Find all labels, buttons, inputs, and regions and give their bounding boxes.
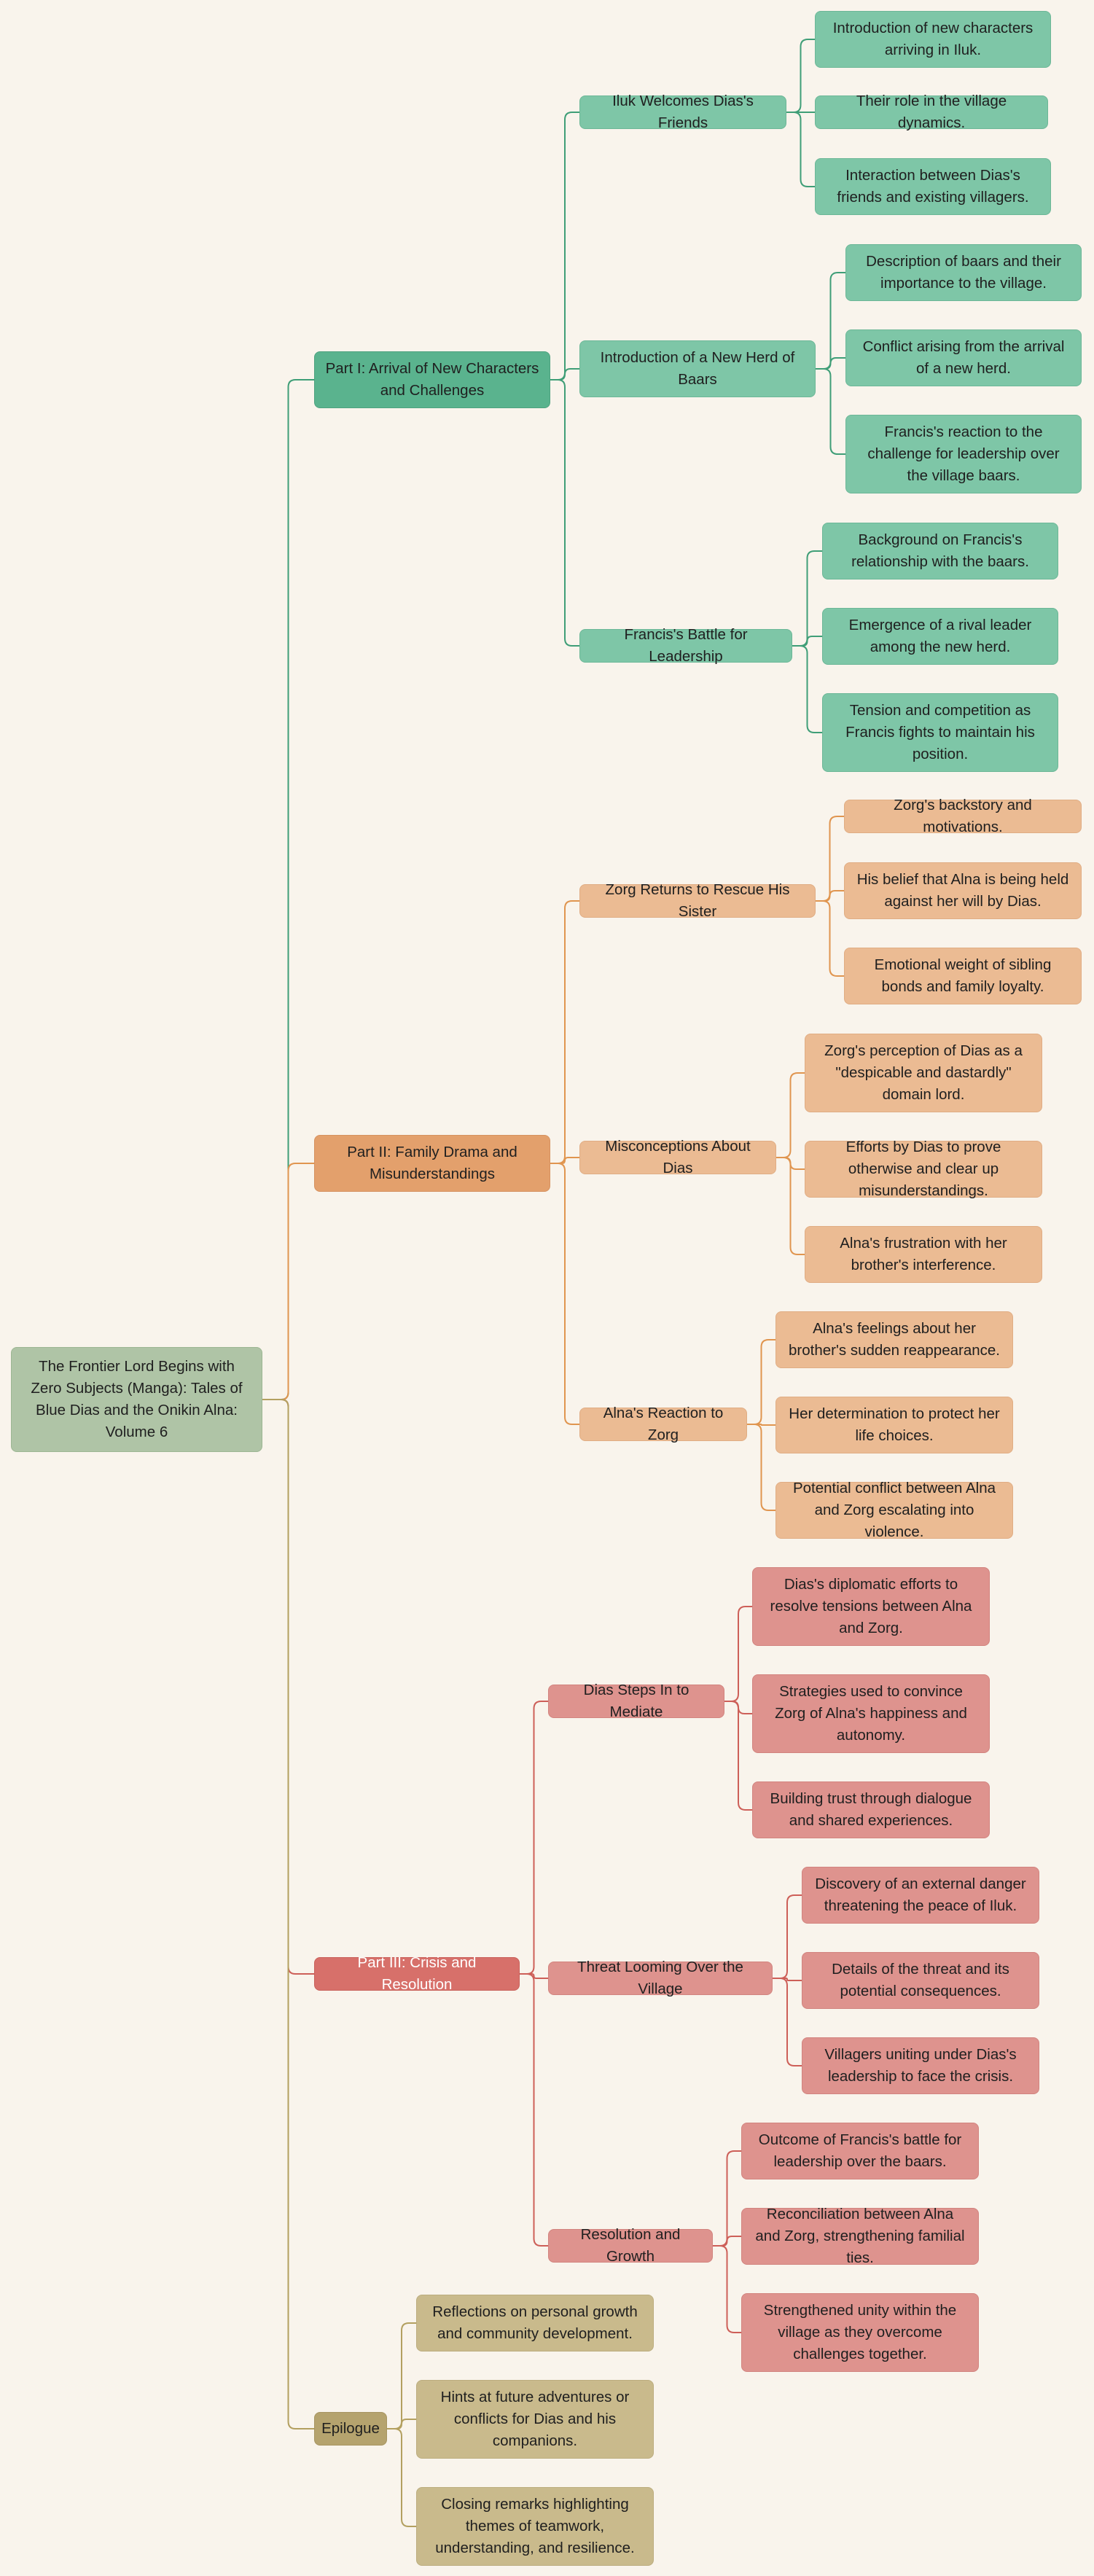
item-external-danger[interactable]: Discovery of an external danger threaten…: [802, 1867, 1039, 1924]
topic-resolution-growth[interactable]: Resolution and Growth: [548, 2226, 713, 2265]
connector-part-3-node-0: [520, 1701, 548, 1975]
item-strategies-zorg[interactable]: Strategies used to convince Zorg of Alna…: [752, 1674, 990, 1753]
connector-topic-alna-reaction-1: [747, 1424, 775, 1426]
connector-topic-iluk-welcomes-2: [786, 112, 815, 187]
connector-topic-new-herd-baars-0: [816, 272, 845, 370]
connector-epilogue-node-2: [387, 2428, 416, 2527]
item-alna-determination[interactable]: Her determination to protect her life ch…: [775, 1397, 1013, 1453]
connector-part-3-node-1: [520, 1973, 548, 1979]
connector-part-3-node-2: [520, 1973, 548, 2247]
connector-topic-resolution-growth-1: [713, 2236, 741, 2247]
topic-alna-reaction[interactable]: Alna's Reaction to Zorg: [579, 1405, 747, 1443]
item-zorg-backstory[interactable]: Zorg's backstory and motivations.: [844, 797, 1082, 835]
item-zorg-perception[interactable]: Zorg's perception of Dias as a "despicab…: [805, 1034, 1042, 1112]
connector-topic-threat-village-1: [773, 1978, 802, 1981]
item-alna-feelings[interactable]: Alna's feelings about her brother's sudd…: [775, 1311, 1013, 1368]
topic-misconceptions-dias[interactable]: Misconceptions About Dias: [579, 1138, 776, 1176]
connector-topic-resolution-growth-0: [713, 2150, 741, 2247]
connector-epilogue-node-0: [387, 2322, 416, 2429]
topic-threat-village[interactable]: Threat Looming Over the Village: [548, 1959, 773, 1997]
item-threat-details[interactable]: Details of the threat and its potential …: [802, 1952, 1039, 2009]
topic-zorg-returns[interactable]: Zorg Returns to Rescue His Sister: [579, 881, 816, 920]
connector-topic-misconceptions-dias-2: [776, 1157, 805, 1255]
topic-iluk-welcomes[interactable]: Iluk Welcomes Dias's Friends: [579, 93, 786, 131]
connector-part-1-node-0: [550, 112, 579, 380]
connector-topic-new-herd-baars-2: [816, 368, 845, 455]
connector-topic-zorg-returns-2: [816, 900, 844, 977]
connector-part-1-node-1: [550, 368, 579, 380]
topic-dias-mediate[interactable]: Dias Steps In to Mediate: [548, 1682, 724, 1720]
item-building-trust[interactable]: Building trust through dialogue and shar…: [752, 1781, 990, 1838]
connector-topic-threat-village-0: [773, 1894, 802, 1979]
item-herd-conflict[interactable]: Conflict arising from the arrival of a n…: [845, 329, 1082, 386]
part-3-node[interactable]: Part III: Crisis and Resolution: [314, 1954, 520, 1993]
item-alna-frustration[interactable]: Alna's frustration with her brother's in…: [805, 1226, 1042, 1283]
item-strengthened-unity[interactable]: Strengthened unity within the village as…: [741, 2293, 979, 2372]
part-2-node[interactable]: Part II: Family Drama and Misunderstandi…: [314, 1135, 550, 1192]
connector-root-node-0: [262, 1163, 314, 1400]
connector-topic-dias-mediate-2: [724, 1701, 752, 1811]
item-closing-remarks[interactable]: Closing remarks highlighting themes of t…: [416, 2487, 654, 2566]
connector-topic-francis-battle-2: [792, 645, 822, 733]
connector-topic-zorg-returns-0: [816, 816, 844, 902]
epilogue-node[interactable]: Epilogue: [314, 2412, 387, 2446]
topic-new-herd-baars[interactable]: Introduction of a New Herd of Baars: [579, 340, 816, 397]
item-francis-outcome[interactable]: Outcome of Francis's battle for leadersh…: [741, 2123, 979, 2179]
item-villagers-uniting[interactable]: Villagers uniting under Dias's leadershi…: [802, 2037, 1039, 2094]
connector-topic-misconceptions-dias-0: [776, 1072, 805, 1158]
item-alna-zorg-conflict[interactable]: Potential conflict between Alna and Zorg…: [775, 1480, 1013, 1540]
item-alna-held[interactable]: His belief that Alna is being held again…: [844, 862, 1082, 919]
connector-topic-alna-reaction-2: [747, 1424, 775, 1511]
connector-topic-iluk-welcomes-0: [786, 39, 815, 113]
connector-part-1-node-2: [550, 379, 579, 647]
item-new-characters[interactable]: Introduction of new characters arriving …: [815, 11, 1051, 68]
item-dias-efforts[interactable]: Efforts by Dias to prove otherwise and c…: [805, 1139, 1042, 1199]
part-1-node[interactable]: Part I: Arrival of New Characters and Ch…: [314, 351, 550, 408]
item-tension-competition[interactable]: Tension and competition as Francis fight…: [822, 693, 1058, 772]
connector-part-2-node-1: [550, 1157, 579, 1164]
connector-topic-new-herd-baars-1: [816, 357, 845, 370]
item-reflections[interactable]: Reflections on personal growth and commu…: [416, 2295, 654, 2351]
connector-part-2-node-2: [550, 1163, 579, 1425]
connector-topic-threat-village-2: [773, 1978, 802, 2066]
item-francis-reaction[interactable]: Francis's reaction to the challenge for …: [845, 415, 1082, 493]
item-interaction-villagers[interactable]: Interaction between Dias's friends and e…: [815, 158, 1051, 215]
connector-part-2-node-0: [550, 900, 579, 1164]
connector-topic-alna-reaction-0: [747, 1339, 775, 1425]
item-francis-background[interactable]: Background on Francis's relationship wit…: [822, 523, 1058, 579]
connector-topic-dias-mediate-0: [724, 1606, 752, 1702]
connector-topic-francis-battle-0: [792, 550, 822, 647]
root-node[interactable]: The Frontier Lord Begins with Zero Subje…: [11, 1347, 262, 1452]
connector-epilogue-node-1: [387, 2419, 416, 2429]
item-sibling-bonds[interactable]: Emotional weight of sibling bonds and fa…: [844, 948, 1082, 1004]
connector-topic-zorg-returns-1: [816, 890, 844, 902]
item-role-village[interactable]: Their role in the village dynamics.: [815, 93, 1048, 131]
connector-topic-resolution-growth-2: [713, 2245, 741, 2333]
topic-francis-battle[interactable]: Francis's Battle for Leadership: [579, 626, 792, 665]
connector-root-node-0: [262, 1399, 314, 2429]
item-reconciliation[interactable]: Reconciliation between Alna and Zorg, st…: [741, 2206, 979, 2266]
item-future-adventures[interactable]: Hints at future adventures or conflicts …: [416, 2380, 654, 2459]
item-diplomatic-efforts[interactable]: Dias's diplomatic efforts to resolve ten…: [752, 1567, 990, 1646]
item-baars-description[interactable]: Description of baars and their importanc…: [845, 244, 1082, 301]
item-rival-leader[interactable]: Emergence of a rival leader among the ne…: [822, 608, 1058, 665]
connector-topic-francis-battle-1: [792, 636, 822, 647]
